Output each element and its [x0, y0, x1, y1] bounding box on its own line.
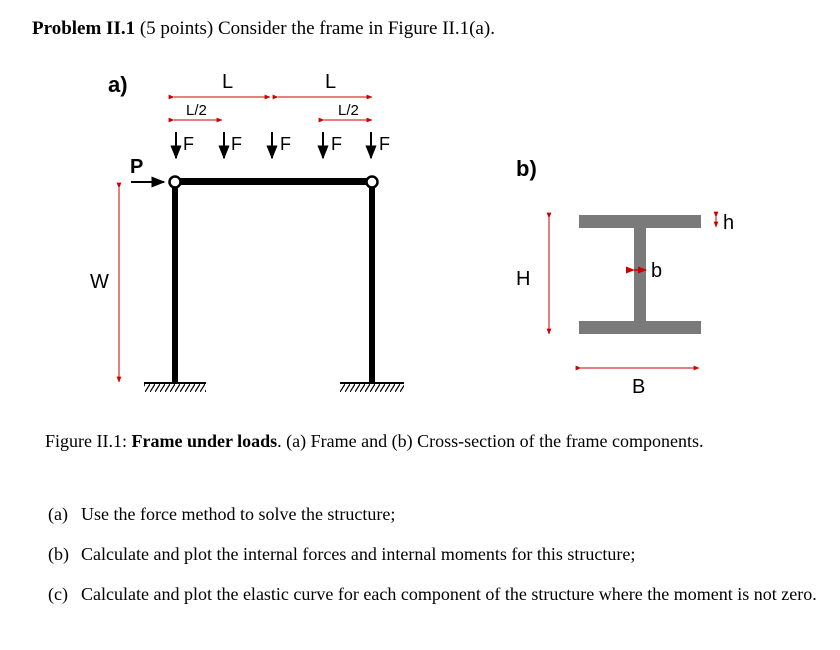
force-label-2: F — [231, 134, 242, 154]
i-section — [579, 215, 701, 334]
frame — [168, 175, 379, 383]
task-list: (a) Use the force method to solve the st… — [48, 502, 818, 622]
web — [634, 228, 646, 321]
caption-prefix: Figure II.1: — [45, 431, 127, 451]
task-label: (a) — [48, 504, 68, 524]
load-p-label: P — [130, 156, 143, 178]
task-item-a: (a) Use the force method to solve the st… — [48, 502, 818, 527]
web-thickness-label: b — [651, 260, 662, 282]
fixed-support-right — [340, 382, 404, 392]
problem-text: Consider the frame in Figure II.1(a). — [217, 18, 495, 39]
task-label: (b) — [48, 544, 69, 564]
span-label-left: L — [222, 71, 233, 93]
task-label: (c) — [48, 584, 68, 604]
hinge-left — [168, 175, 182, 189]
panel-a-label: a) — [108, 72, 128, 97]
half-span-label-left: L/2 — [186, 102, 207, 119]
task-text: Calculate and plot the internal forces a… — [81, 544, 636, 564]
task-text: Use the force method to solve the struct… — [81, 504, 396, 524]
task-item-b: (b) Calculate and plot the internal forc… — [48, 542, 818, 567]
problem-number: Problem II.1 — [32, 18, 136, 39]
task-item-c: (c) Calculate and plot the elastic curve… — [48, 582, 818, 607]
section-height-label: H — [516, 268, 530, 290]
span-label-right: L — [325, 71, 336, 93]
figure: a) L L L/2 L/2 F F F F F P W b) — [90, 71, 734, 398]
caption-rest: . (a) Frame and (b) Cross-section of the… — [277, 431, 704, 451]
top-flange — [579, 215, 701, 228]
panel-b-label: b) — [516, 156, 537, 181]
frame-right-column — [369, 181, 375, 383]
figure-caption: Figure II.1: Frame under loads. (a) Fram… — [45, 431, 704, 452]
caption-title: Frame under loads — [131, 431, 278, 451]
point-loads — [170, 132, 377, 160]
force-label-5: F — [379, 134, 390, 154]
section-width-label: B — [632, 376, 645, 398]
frame-left-column — [172, 181, 178, 383]
bottom-flange — [579, 321, 701, 334]
force-label-3: F — [280, 134, 291, 154]
force-label-1: F — [183, 134, 194, 154]
flange-thickness-label: h — [723, 212, 734, 234]
problem-statement: Problem II.1 (5 points) Consider the fra… — [32, 18, 495, 40]
frame-beam — [174, 178, 372, 185]
force-label-4: F — [331, 134, 342, 154]
hinge-right — [365, 175, 379, 189]
task-text: Calculate and plot the elastic curve for… — [81, 584, 817, 604]
problem-points: (5 points) — [139, 18, 214, 39]
height-label-w: W — [90, 271, 109, 293]
fixed-support-left — [144, 382, 206, 392]
half-span-label-right: L/2 — [338, 102, 359, 119]
